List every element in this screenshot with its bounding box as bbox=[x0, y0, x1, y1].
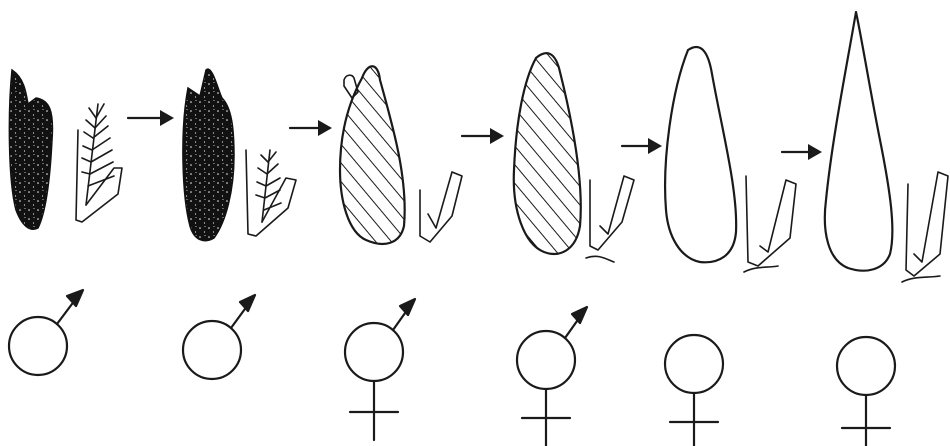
right-arrow-icon bbox=[622, 138, 662, 154]
stage-6 bbox=[825, 12, 948, 446]
stage-6-organ-shape bbox=[825, 12, 893, 271]
right-arrow-icon bbox=[462, 128, 504, 144]
right-arrow-icon bbox=[782, 144, 822, 160]
stage-1-organ-shape bbox=[9, 70, 52, 229]
stage-5 bbox=[665, 47, 796, 446]
right-arrow-icon bbox=[290, 120, 332, 136]
male-symbol bbox=[183, 295, 255, 379]
stage-4 bbox=[514, 53, 634, 446]
stage-4-organ-shape bbox=[514, 53, 581, 254]
stage-2 bbox=[183, 69, 296, 379]
stage-3-organ-shape bbox=[340, 66, 405, 244]
stage-1 bbox=[9, 70, 122, 375]
stage-6-spikelet bbox=[902, 172, 948, 282]
stage-2-organ-shape bbox=[183, 69, 234, 241]
female-symbol bbox=[837, 337, 895, 446]
stage-1-spikelet bbox=[76, 104, 122, 222]
hermaphrodite-symbol bbox=[345, 299, 415, 440]
stage-4-spikelet bbox=[586, 176, 634, 262]
female-symbol bbox=[665, 335, 723, 446]
hermaphrodite-symbol bbox=[517, 307, 587, 446]
male-symbol bbox=[9, 290, 83, 375]
stage-2-spikelet bbox=[246, 150, 296, 236]
stage-5-spikelet bbox=[744, 176, 796, 272]
stage-3-spikelet bbox=[420, 172, 462, 242]
stage-3 bbox=[340, 66, 462, 440]
right-arrow-icon bbox=[128, 110, 174, 126]
stage-5-organ-shape bbox=[665, 47, 736, 262]
